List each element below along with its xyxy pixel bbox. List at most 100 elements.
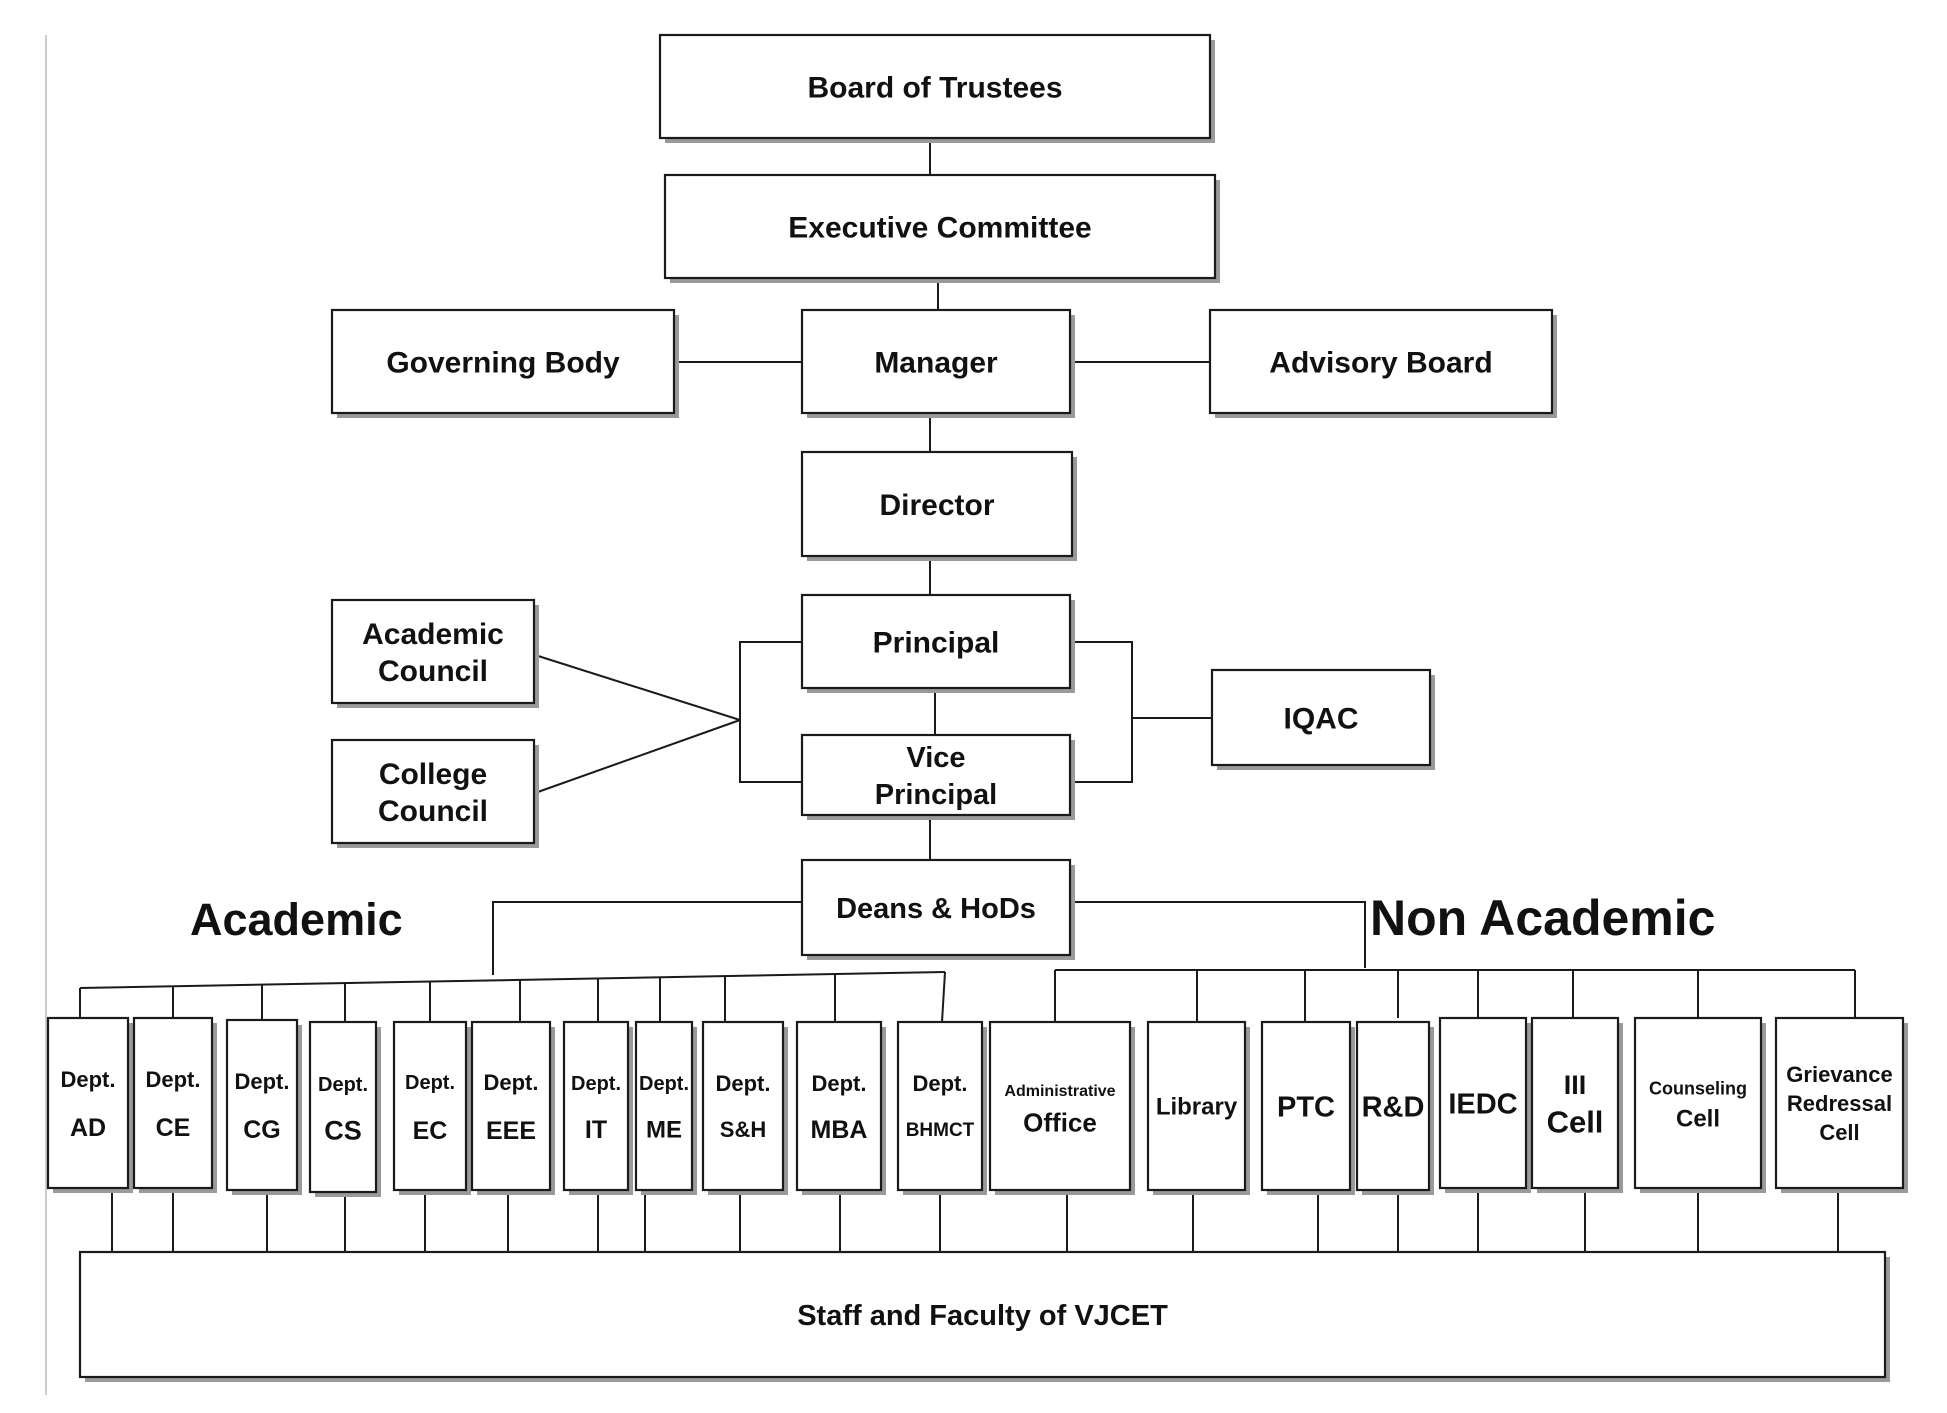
iedc-box-label: IEDC bbox=[1448, 1088, 1517, 1120]
iedc-box: IEDC bbox=[1438, 1016, 1531, 1193]
dept-ec-box-label: EC bbox=[413, 1117, 448, 1145]
dept-mba-box-frame bbox=[795, 1020, 883, 1192]
college-council-box-frame bbox=[330, 738, 536, 845]
ptc-box-frame bbox=[1260, 1020, 1352, 1192]
manager-box-label: Manager bbox=[874, 346, 998, 379]
vice-principal-box-frame bbox=[800, 733, 1072, 817]
vice-principal-box-label: Vice bbox=[906, 742, 965, 774]
dept-it-box-label: Dept. bbox=[571, 1073, 621, 1095]
counseling-cell-box-frame bbox=[1633, 1016, 1763, 1190]
dept-it-box: Dept. IT bbox=[562, 1020, 633, 1195]
iii-cell-box-frame bbox=[1530, 1016, 1620, 1190]
manager-box: Manager bbox=[800, 308, 1075, 418]
dept-ec-box-frame bbox=[392, 1020, 468, 1192]
academic-heading: Academic bbox=[190, 894, 403, 945]
dept-eee-box-label: EEE bbox=[486, 1117, 536, 1145]
dept-bhmct-box: Dept.BHMCT bbox=[896, 1020, 987, 1195]
r-and-d-box-label: R&D bbox=[1362, 1091, 1425, 1123]
iii-cell-box-label: III bbox=[1564, 1070, 1587, 1100]
ptc-box-label: PTC bbox=[1277, 1091, 1335, 1123]
vice-principal-box-label: Principal bbox=[875, 779, 998, 811]
board-of-trustees-box: Board of Trustees bbox=[658, 33, 1215, 143]
board-of-trustees-box-label: Board of Trustees bbox=[807, 71, 1062, 104]
staff-faculty-box-label: Staff and Faculty of VJCET bbox=[797, 1300, 1168, 1332]
advisory-board-box-label: Advisory Board bbox=[1269, 346, 1492, 379]
academic-council-box-label: Academic bbox=[362, 618, 504, 651]
governing-body-box-label: Governing Body bbox=[386, 346, 620, 379]
staff-faculty-box-frame bbox=[78, 1250, 1887, 1379]
dept-cs-box-frame bbox=[308, 1020, 378, 1194]
advisory-board-box: Advisory Board bbox=[1208, 308, 1557, 418]
staff-faculty-box: Staff and Faculty of VJCET bbox=[78, 1250, 1890, 1382]
deans-hods-box-label: Deans & HoDs bbox=[836, 893, 1036, 925]
dept-ce-box: Dept.CE bbox=[132, 1016, 217, 1193]
dept-ad-box: Dept. AD bbox=[46, 1016, 133, 1193]
grievance-redressal-cell-box-label: Cell bbox=[1819, 1120, 1859, 1145]
grievance-redressal-cell-box-label: Redressal bbox=[1787, 1091, 1892, 1116]
dept-ec-box: Dept. EC bbox=[392, 1020, 471, 1195]
dept-sh-box-label: Dept. bbox=[716, 1071, 771, 1096]
executive-committee-box-label: Executive Committee bbox=[788, 211, 1091, 244]
dept-ad-box-label: Dept. bbox=[61, 1067, 116, 1092]
r-and-d-box-frame bbox=[1355, 1020, 1431, 1192]
dept-ad-box-frame bbox=[46, 1016, 130, 1190]
dept-cs-box: Dept. CS bbox=[308, 1020, 381, 1197]
deans-hods-box: Deans & HoDs bbox=[800, 858, 1075, 960]
dept-cs-box-label: CS bbox=[324, 1116, 362, 1146]
dept-bhmct-box-frame bbox=[896, 1020, 984, 1192]
dept-me-box-label: Dept. bbox=[639, 1073, 689, 1095]
library-box: Library bbox=[1146, 1020, 1250, 1195]
non-academic-heading: Non Academic bbox=[1370, 890, 1715, 946]
iqac-box-label: IQAC bbox=[1284, 702, 1359, 735]
dept-it-box-label: IT bbox=[585, 1116, 607, 1144]
dept-bhmct-box-label: BHMCT bbox=[906, 1120, 975, 1141]
dept-eee-box-frame bbox=[470, 1020, 552, 1192]
dept-cs-box-label: Dept. bbox=[318, 1074, 368, 1096]
advisory-board-box-frame bbox=[1208, 308, 1554, 415]
ptc-box: PTC bbox=[1260, 1020, 1355, 1195]
counseling-cell-box-label: Counseling bbox=[1649, 1078, 1747, 1098]
iii-cell-box: III Cell bbox=[1530, 1016, 1623, 1193]
governing-body-box-frame bbox=[330, 308, 676, 415]
principal-box-label: Principal bbox=[873, 626, 1000, 659]
dept-mba-box: Dept.MBA bbox=[795, 1020, 886, 1195]
college-council-box-label: Council bbox=[378, 795, 488, 828]
dept-sh-box: Dept.S&H bbox=[701, 1020, 788, 1195]
principal-box: Principal bbox=[800, 593, 1075, 693]
executive-committee-box-frame bbox=[663, 173, 1217, 280]
administrative-office-box-frame bbox=[988, 1020, 1132, 1192]
academic-council-box-frame bbox=[330, 598, 536, 705]
dept-mba-box-label: Dept. bbox=[812, 1071, 867, 1096]
dept-ce-box-label: CE bbox=[156, 1114, 191, 1142]
college-council-box-label: College bbox=[379, 758, 487, 791]
director-box: Director bbox=[800, 450, 1077, 561]
dept-eee-box: Dept. EEE bbox=[470, 1020, 555, 1195]
administrative-office-box-label: Administrative bbox=[1004, 1083, 1115, 1100]
iedc-box-frame bbox=[1438, 1016, 1528, 1190]
library-box-frame bbox=[1146, 1020, 1247, 1192]
dept-ad-box-label: AD bbox=[70, 1114, 106, 1142]
iqac-box: IQAC bbox=[1210, 668, 1435, 770]
connector-lines bbox=[79, 138, 1856, 1252]
board-of-trustees-box-frame bbox=[658, 33, 1212, 140]
administrative-office-box-label: Office bbox=[1023, 1107, 1097, 1137]
dept-me-box-label: ME bbox=[646, 1117, 682, 1144]
manager-box-frame bbox=[800, 308, 1072, 415]
dept-me-box: Dept. ME bbox=[634, 1020, 697, 1195]
dept-sh-box-frame bbox=[701, 1020, 785, 1192]
dept-ec-box-label: Dept. bbox=[405, 1072, 455, 1094]
governing-body-box: Governing Body bbox=[330, 308, 679, 418]
dept-eee-box-label: Dept. bbox=[484, 1070, 539, 1095]
dept-cg-box: Dept.CG bbox=[225, 1018, 302, 1195]
executive-committee-box: Executive Committee bbox=[663, 173, 1220, 283]
iii-cell-box-label: Cell bbox=[1547, 1105, 1604, 1140]
counseling-cell-box-label: Cell bbox=[1676, 1106, 1720, 1133]
dept-it-box-frame bbox=[562, 1020, 630, 1192]
